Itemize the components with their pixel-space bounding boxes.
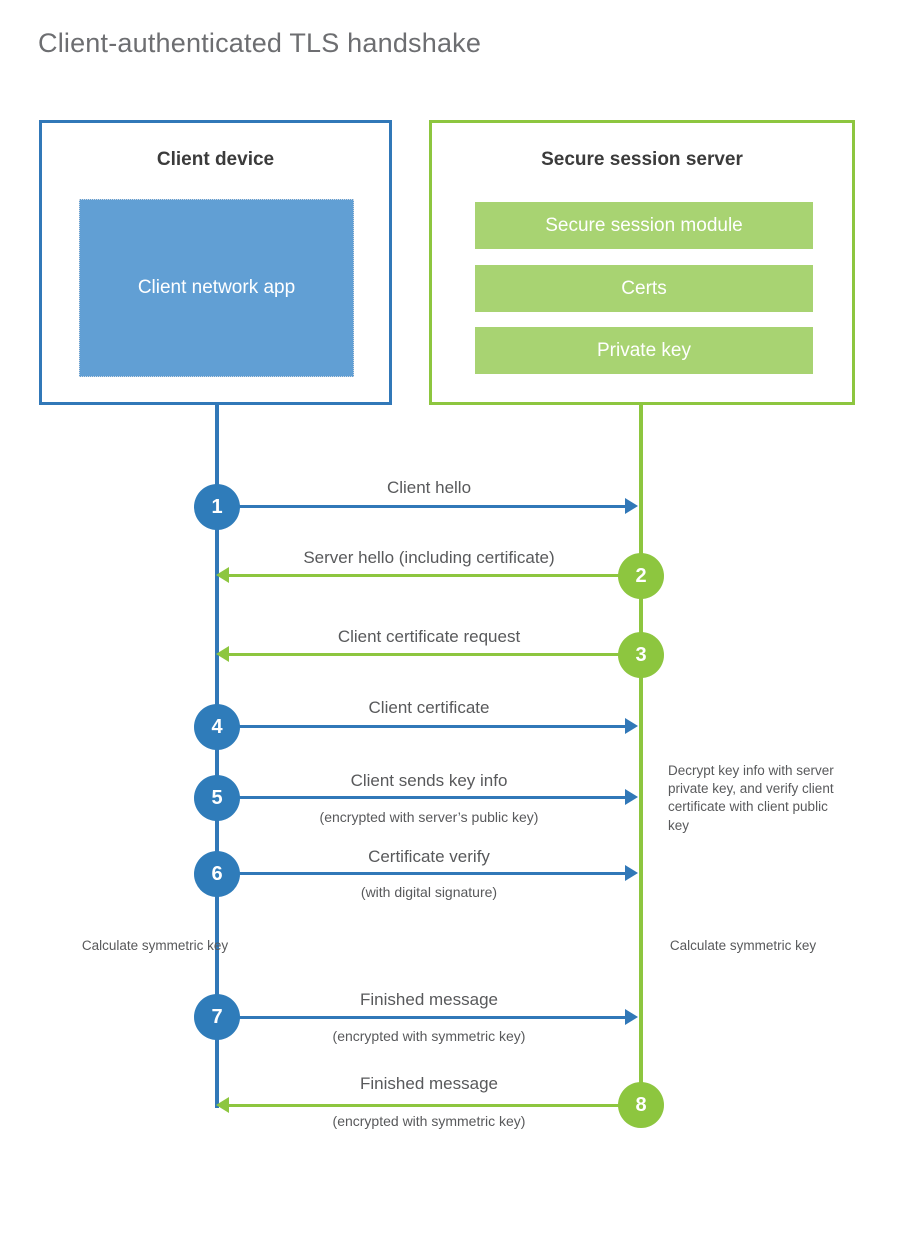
secure-session-server-box: Secure session server Secure session mod… — [429, 120, 855, 405]
message-3-line — [228, 653, 641, 656]
step-badge-7[interactable]: 7 — [194, 994, 240, 1040]
note-server-calculate-symmetric-key: Calculate symmetric key — [669, 938, 817, 953]
message-6-sublabel: (with digital signature) — [360, 884, 498, 900]
server-block-secure-session-module: Secure session module — [475, 202, 813, 249]
step-badge-1[interactable]: 1 — [194, 484, 240, 530]
client-lifeline — [215, 405, 219, 1108]
client-network-app-block: Client network app — [79, 199, 354, 377]
message-7-arrowhead-icon — [625, 1009, 638, 1025]
message-6-arrowhead-icon — [625, 865, 638, 881]
note-server-decrypt: Decrypt key info with server private key… — [668, 763, 834, 833]
message-2-line — [228, 574, 641, 577]
message-8-sublabel: (encrypted with symmetric key) — [332, 1113, 526, 1129]
step-badge-3[interactable]: 3 — [618, 632, 664, 678]
step-badge-2[interactable]: 2 — [618, 553, 664, 599]
message-6-line — [217, 872, 629, 875]
message-3-label: Client certificate request — [337, 627, 521, 646]
step-badge-6[interactable]: 6 — [194, 851, 240, 897]
message-1-line — [217, 505, 629, 508]
message-2-label: Server hello (including certificate) — [303, 548, 555, 567]
message-5-line — [217, 796, 629, 799]
message-7-line — [217, 1016, 629, 1019]
step-badge-5[interactable]: 5 — [194, 775, 240, 821]
message-6-label: Certificate verify — [368, 847, 490, 866]
server-block-certs: Certs — [475, 265, 813, 312]
client-device-title: Client device — [156, 149, 275, 170]
message-2-arrowhead-icon — [216, 567, 229, 583]
message-8-arrowhead-icon — [216, 1097, 229, 1113]
client-device-box: Client device Client network app — [39, 120, 392, 405]
server-lifeline — [639, 405, 643, 1107]
message-5-arrowhead-icon — [625, 789, 638, 805]
message-4-line — [217, 725, 629, 728]
secure-session-server-title: Secure session server — [541, 149, 743, 170]
message-8-label: Finished message — [360, 1074, 498, 1093]
message-5-label: Client sends key info — [350, 771, 508, 790]
message-5-sublabel: (encrypted with server’s public key) — [319, 809, 539, 825]
message-1-arrowhead-icon — [625, 498, 638, 514]
server-block-private-key: Private key — [475, 327, 813, 374]
message-7-sublabel: (encrypted with symmetric key) — [332, 1028, 526, 1044]
step-badge-8[interactable]: 8 — [618, 1082, 664, 1128]
message-1-label: Client hello — [386, 478, 472, 497]
message-4-label: Client certificate — [368, 698, 490, 717]
message-8-line — [228, 1104, 641, 1107]
message-4-arrowhead-icon — [625, 718, 638, 734]
step-badge-4[interactable]: 4 — [194, 704, 240, 750]
message-3-arrowhead-icon — [216, 646, 229, 662]
page-title: Client-authenticated TLS handshake — [38, 28, 482, 58]
message-7-label: Finished message — [360, 990, 498, 1009]
note-client-calculate-symmetric-key: Calculate symmetric key — [81, 938, 229, 953]
